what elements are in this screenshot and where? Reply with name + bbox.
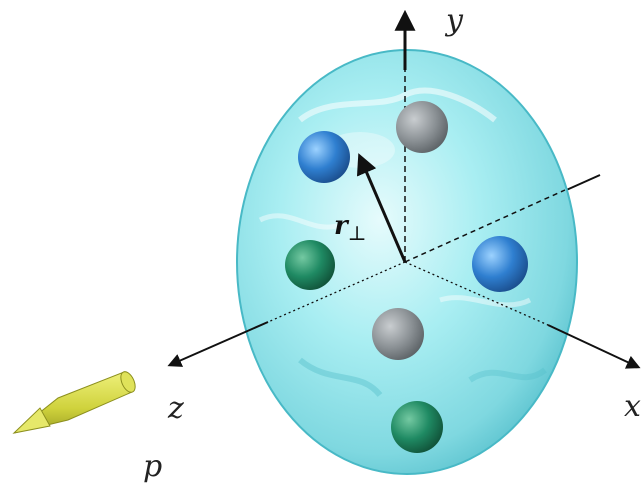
x-axis-inner	[404, 189, 566, 263]
transverse-vector-subscript: ⊥	[348, 221, 367, 245]
x-axis-label: x	[624, 389, 641, 424]
particle-gray-center	[372, 308, 424, 360]
transverse-vector-label: r⊥	[334, 211, 367, 245]
particle-blue-upper-left	[298, 131, 350, 183]
momentum-label: p	[143, 449, 162, 484]
particle-green-left	[285, 240, 335, 290]
z-axis-label: z	[167, 391, 184, 426]
momentum-arrow	[12, 371, 136, 434]
transverse-vector-arrow	[356, 153, 407, 263]
x-axis	[547, 324, 641, 369]
particle-green-bottom	[391, 401, 443, 453]
particle-blue-right	[472, 236, 528, 292]
transverse-vector-symbol: r	[334, 211, 350, 241]
z-axis	[167, 321, 269, 367]
y-axis-label: y	[444, 3, 464, 38]
x-axis-inner-front	[404, 261, 549, 326]
particle-gray-top	[396, 101, 448, 153]
